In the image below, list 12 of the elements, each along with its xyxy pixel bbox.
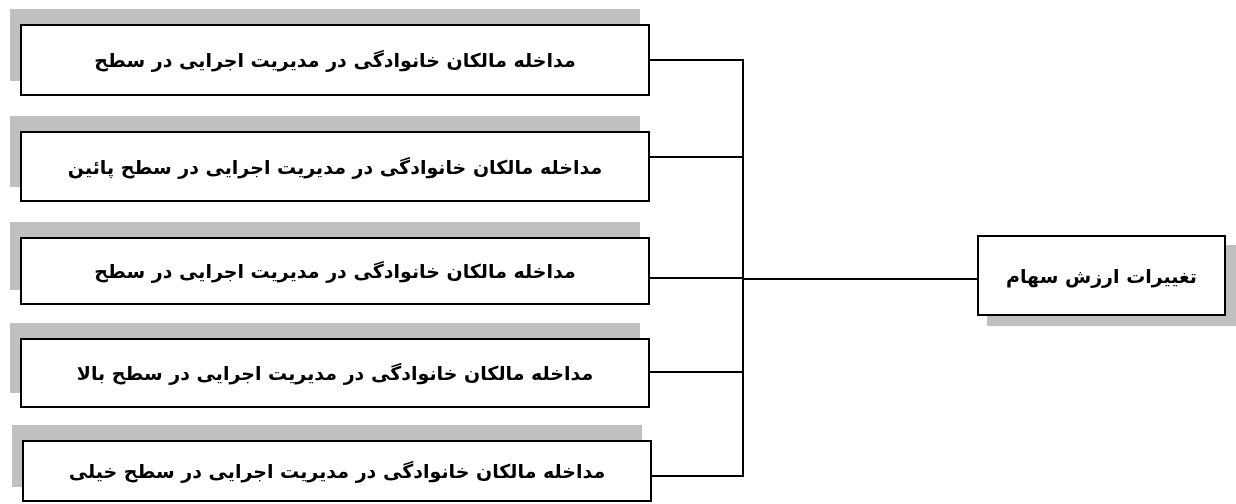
- box-label: مداخله مالکان خانوادگی در مدیریت اجرایی در سطح: [94, 49, 576, 71]
- box-label: تغییرات ارزش سهام: [1006, 264, 1197, 287]
- text-box: [20, 338, 650, 408]
- box-label: مداخله مالکان خانوادگی در مدیریت اجرایی در سطح: [94, 260, 576, 282]
- text-box: [20, 131, 650, 202]
- text-box: [22, 440, 652, 502]
- text-box: [20, 237, 650, 305]
- box-label: مداخله مالکان خانوادگی در مدیریت اجرایی در سطح پائین: [67, 155, 603, 178]
- text-box: [20, 24, 650, 96]
- box-label: مداخله مالکان خانوادگی در مدیریت اجرایی در سطح بالا: [76, 362, 594, 384]
- box-label: مداخله مالکان خانوادگی در مدیریت اجرایی در سطح خیلی: [68, 460, 606, 482]
- text-box: [977, 235, 1226, 316]
